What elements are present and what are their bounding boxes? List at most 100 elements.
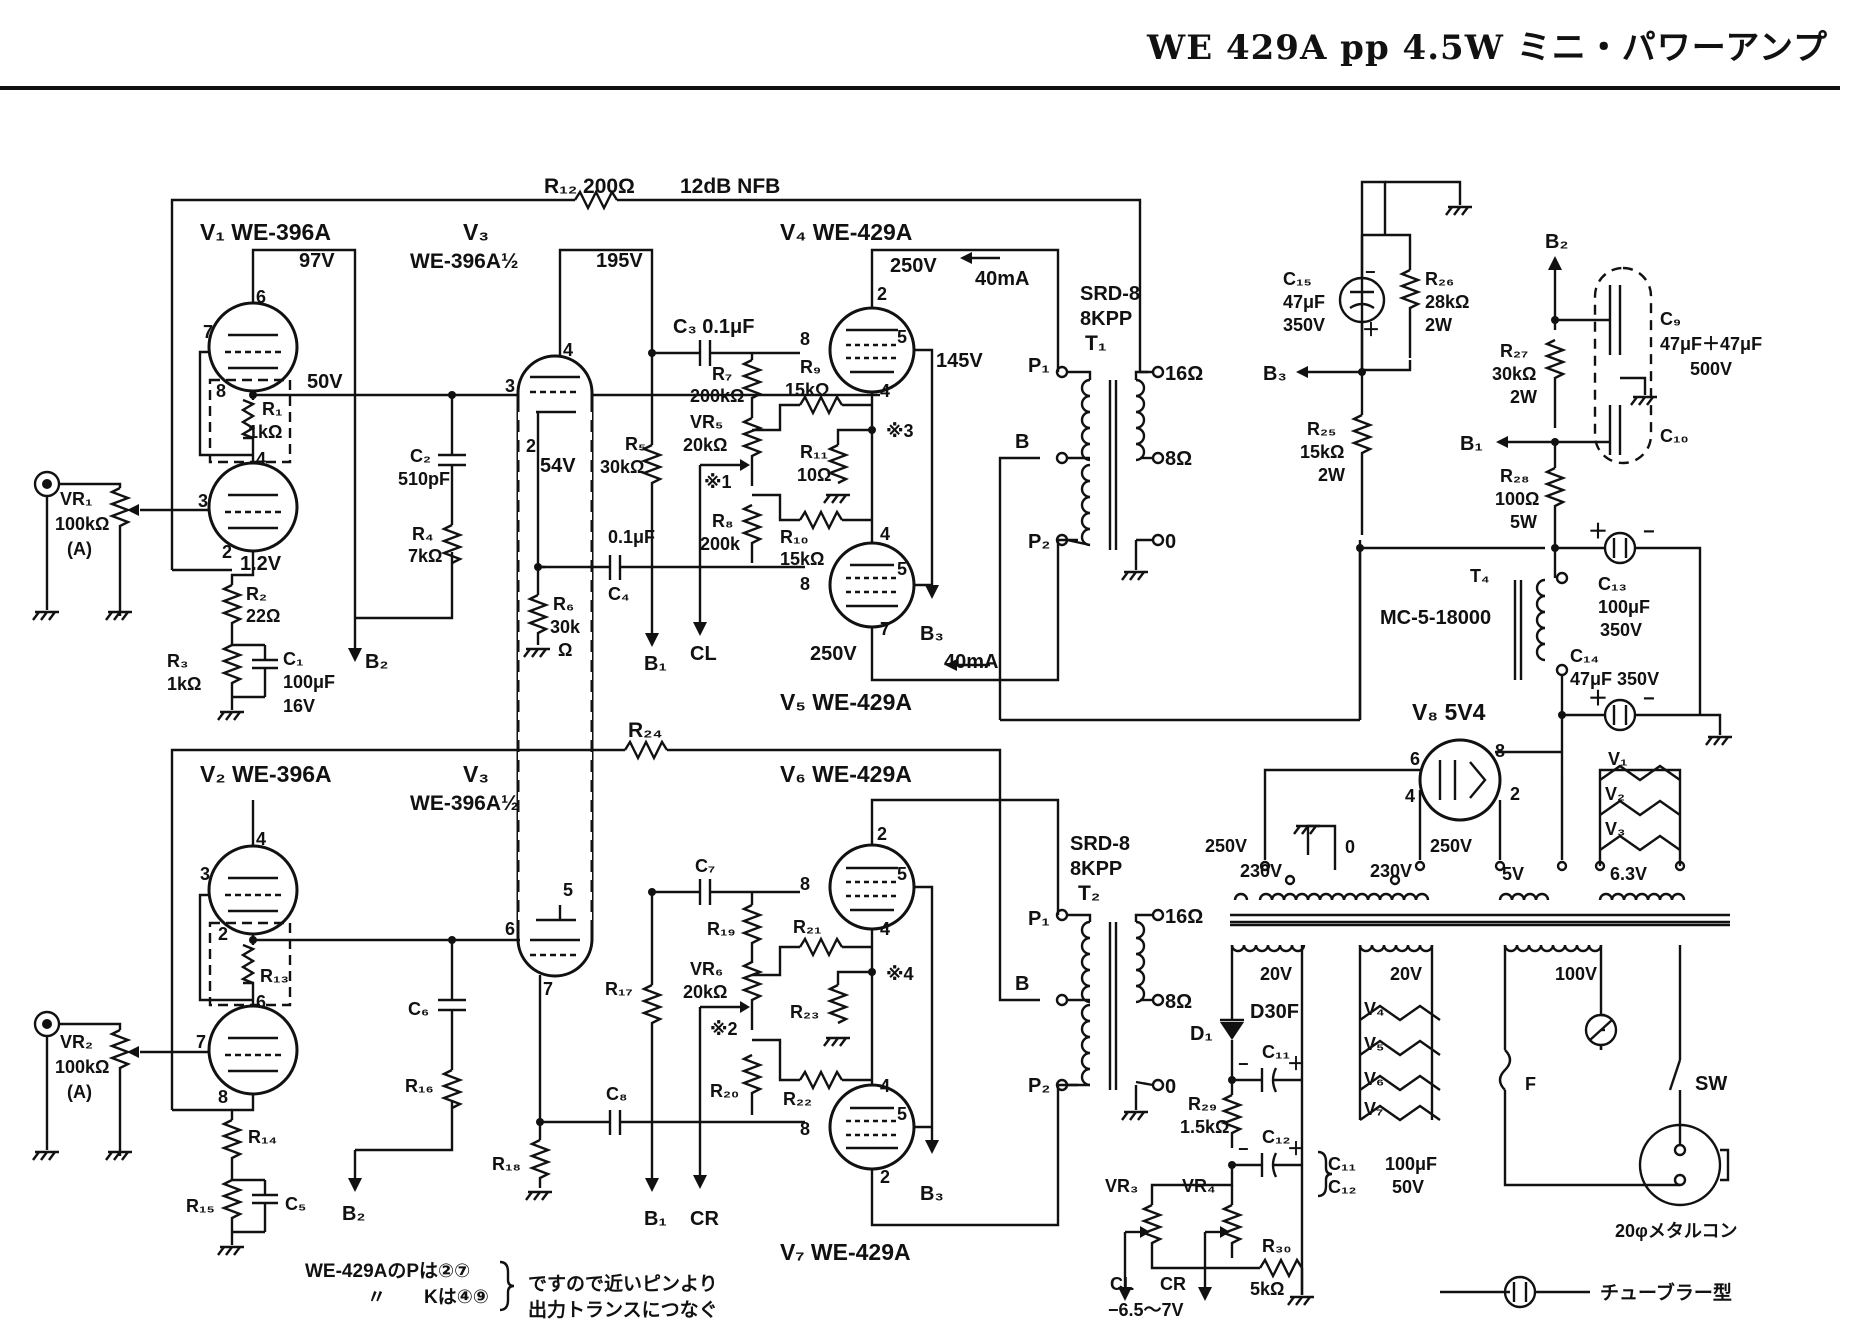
- pin-label: 6: [256, 287, 266, 307]
- vr5-value: 20kΩ: [683, 435, 727, 455]
- r3-label: R₃: [167, 651, 188, 671]
- r8-label: R₈: [712, 511, 733, 531]
- v5-tube: [828, 541, 916, 629]
- c13-label: C₁₃: [1598, 574, 1627, 594]
- t4-label: T₄: [1470, 566, 1490, 586]
- pin-label: 5: [897, 327, 907, 347]
- v4-current: 40mA: [975, 268, 1029, 290]
- t2-b: B: [1015, 973, 1029, 995]
- t4-type: MC-5-18000: [1380, 607, 1491, 629]
- pt-6v3: 6.3V: [1610, 864, 1647, 884]
- page-title: WE 429A pp 4.5W ミニ・パワーアンプ: [1147, 28, 1828, 68]
- plug-label: 20φメタルコン: [1615, 1221, 1738, 1241]
- t1-tap-16: 16Ω: [1165, 363, 1203, 385]
- t2-type: SRD-8: [1070, 833, 1130, 855]
- c11-c12-group-b: C₁₂: [1328, 1177, 1356, 1197]
- vr4-label: VR₄: [1182, 1176, 1216, 1196]
- r7-label: R₇: [712, 364, 732, 384]
- rail-b1-upper: B₁: [644, 653, 667, 675]
- pin-label: 7: [880, 619, 890, 639]
- polarity-label: ＋: [1362, 320, 1380, 340]
- r6-unit: Ω: [558, 640, 572, 660]
- r23-label: R₂₃: [790, 1002, 819, 1022]
- v6-tube: [828, 843, 916, 931]
- v5-plate-voltage: 250V: [810, 643, 857, 665]
- rail-b3-upper: B₃: [920, 623, 944, 645]
- c15-label: C₁₅: [1283, 269, 1312, 289]
- v5-current: 40mA: [944, 651, 998, 673]
- r19-label: R₁₉: [707, 919, 736, 939]
- r8-value: 200k: [700, 534, 741, 554]
- mark3: ※3: [886, 421, 914, 441]
- r11-value: 10Ω: [797, 465, 831, 485]
- r28-watts: 5W: [1510, 512, 1537, 532]
- t1-impedance: 8KPP: [1080, 308, 1132, 330]
- heater-v1: V₁: [1608, 749, 1627, 769]
- c4-label: C₄: [608, 584, 630, 604]
- vr2-value: 100kΩ: [55, 1057, 109, 1077]
- pin-label: 2: [222, 542, 232, 562]
- r24-label: R₂₄: [628, 719, 663, 742]
- r28-label: R₂₈: [1500, 466, 1529, 486]
- t1-tap-8: 8Ω: [1165, 448, 1192, 470]
- r14-label: R₁₄: [248, 1127, 277, 1147]
- nfb-label: 12dB NFB: [680, 175, 780, 198]
- pin-label: 4: [256, 449, 266, 469]
- rail-b3-ps: B₃: [1263, 363, 1287, 385]
- note-line-2: 〃 Kは④⑨: [367, 1287, 489, 1308]
- c13-voltage: 350V: [1600, 620, 1642, 640]
- t1-tap-0: 0: [1165, 531, 1176, 553]
- r12-label: R₁₂ 200Ω: [544, 175, 635, 198]
- bias-cr: CR: [1160, 1274, 1186, 1294]
- pin-label: 4: [1405, 786, 1415, 806]
- v2-lower-triode: [207, 1004, 299, 1096]
- c15-value: 47μF: [1283, 292, 1325, 312]
- heater-v4: V₄: [1364, 999, 1385, 1019]
- legend-tubular: チューブラー型: [1600, 1281, 1732, 1304]
- t2-impedance: 8KPP: [1070, 858, 1122, 880]
- c9-value: 47μF＋47μF: [1660, 334, 1762, 354]
- c2-label: C₂: [410, 446, 431, 466]
- pin-label: 7: [203, 322, 213, 342]
- mains-plug: [1638, 1123, 1722, 1207]
- r27-value: 30kΩ: [1492, 364, 1536, 384]
- switch-label: SW: [1695, 1073, 1727, 1095]
- r10-value: 15kΩ: [780, 549, 824, 569]
- pin-label: 7: [196, 1032, 206, 1052]
- c14-label: C₁₄: [1570, 646, 1599, 666]
- pin-label: 8: [800, 574, 810, 594]
- pin-label: 2: [880, 1167, 890, 1187]
- c7-label: C₇: [695, 856, 715, 876]
- r3-value: 1kΩ: [167, 674, 201, 694]
- polarity-label: −: [1238, 1054, 1249, 1074]
- pt-100v: 100V: [1555, 964, 1597, 984]
- r30-label: R₃₀: [1262, 1236, 1291, 1256]
- pt-0-tap: 0: [1345, 837, 1355, 857]
- pin-label: 8: [800, 1119, 810, 1139]
- r6-label: R₆: [553, 594, 574, 614]
- heater-v5: V₅: [1364, 1034, 1384, 1054]
- fuse-label: F: [1525, 1074, 1536, 1094]
- heater-v7: V₇: [1364, 1099, 1383, 1119]
- v8-label: V₈ 5V4: [1412, 699, 1486, 725]
- heater-v2: V₂: [1605, 784, 1625, 804]
- v2-upper-triode: [207, 844, 299, 936]
- v3-lower-label: V₃: [463, 761, 489, 787]
- r10-label: R₁₀: [780, 527, 809, 547]
- c11-c12-group: C₁₁: [1328, 1154, 1356, 1174]
- r27-watts: 2W: [1510, 387, 1537, 407]
- pt-230v-right: 230V: [1370, 861, 1412, 881]
- c3-label: C₃ 0.1μF: [673, 316, 755, 338]
- t2-label: T₂: [1078, 882, 1100, 905]
- v7-label: V₇ WE-429A: [780, 1239, 911, 1265]
- pin-label: 8: [800, 874, 810, 894]
- pt-250v-right: 250V: [1430, 836, 1472, 856]
- rail-b2-ps: B₂: [1545, 231, 1568, 253]
- rail-b1-lower: B₁: [644, 1208, 667, 1230]
- rail-cl: CL: [690, 643, 717, 665]
- r7-value: 200kΩ: [690, 386, 744, 406]
- pin-label: 3: [198, 491, 208, 511]
- v3-lower-type: WE-396A½: [410, 792, 519, 815]
- d1-type: D30F: [1250, 1001, 1299, 1023]
